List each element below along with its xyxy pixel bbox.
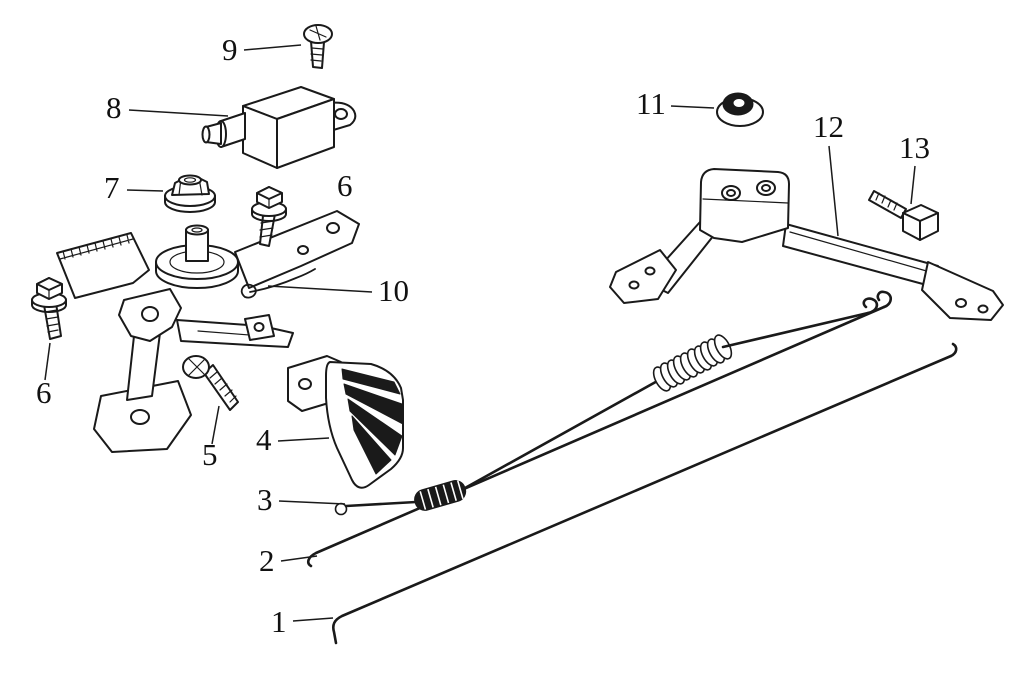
callout-5: 5 — [202, 405, 220, 472]
callout-12: 12 — [813, 109, 844, 237]
leader-line-1 — [292, 617, 334, 622]
callout-label-10: 10 — [378, 273, 409, 308]
callout-label-8: 8 — [106, 90, 122, 125]
spring-damper-coil — [414, 480, 467, 511]
callout-8: 8 — [106, 90, 229, 125]
callout-label-3: 3 — [257, 482, 273, 517]
callout-6-upper: 6 — [337, 168, 353, 203]
part-3-governor-spring — [334, 297, 879, 516]
leader-line-13 — [910, 165, 916, 205]
callout-3: 3 — [257, 482, 346, 517]
part-6-flange-bolt-left — [31, 277, 67, 340]
part-13-bolt — [868, 190, 939, 241]
callout-label-9: 9 — [222, 32, 238, 67]
bracket-right-foot — [921, 261, 1004, 321]
part-7-flange-nut — [164, 174, 216, 213]
callout-label-7: 7 — [104, 170, 120, 205]
leader-line-10 — [267, 285, 373, 293]
callout-label-4: 4 — [256, 422, 272, 457]
callouts: 1 2 3 4 5 6 6 — [36, 32, 930, 639]
part-6-flange-bolt-upper — [251, 186, 287, 247]
leader-line-6-left — [44, 342, 51, 381]
leader-line-3 — [278, 500, 346, 505]
leader-line-7 — [126, 189, 164, 192]
leader-line-12 — [828, 145, 839, 237]
part-11-cap-nut — [716, 92, 764, 127]
callout-label-6-upper: 6 — [337, 168, 353, 203]
part-4-throttle-cam — [287, 355, 404, 489]
callout-label-1: 1 — [271, 604, 287, 639]
bracket-left-foot — [609, 249, 677, 304]
bracket-top-tab — [699, 168, 790, 243]
callout-label-13: 13 — [899, 130, 930, 165]
callout-label-2: 2 — [259, 543, 275, 578]
bolt-shank — [868, 190, 907, 219]
callout-label-6-left: 6 — [36, 375, 52, 410]
callout-6-left: 6 — [36, 342, 52, 410]
callout-2: 2 — [259, 543, 318, 578]
callout-label-11: 11 — [636, 86, 666, 121]
callout-label-5: 5 — [202, 437, 218, 472]
callout-1: 1 — [271, 604, 334, 639]
leader-line-9 — [243, 44, 302, 51]
link-plate — [234, 210, 360, 289]
leader-line-5 — [211, 405, 220, 445]
callout-label-12: 12 — [813, 109, 844, 144]
part-1-rod — [331, 342, 958, 645]
coil-spring — [652, 334, 733, 392]
part-2-rod — [306, 290, 893, 568]
spring-hook-right — [862, 297, 879, 315]
part-9-screw — [303, 24, 333, 69]
part-12-control-bracket — [609, 168, 1004, 321]
leader-line-4 — [277, 437, 330, 442]
leader-line-11 — [670, 105, 715, 109]
callout-4: 4 — [256, 422, 330, 457]
spring-hook-left — [334, 502, 348, 516]
leader-line-8 — [128, 109, 229, 117]
part-10-wire-spring — [240, 268, 316, 299]
part-5-screw — [182, 355, 239, 411]
callout-10: 10 — [267, 273, 409, 308]
callout-13: 13 — [899, 130, 930, 205]
leader-line-2 — [280, 555, 318, 562]
part-governor-base — [56, 210, 360, 453]
callout-7: 7 — [104, 170, 164, 205]
callout-9: 9 — [222, 32, 302, 67]
part-8-solenoid — [201, 86, 357, 169]
callout-11: 11 — [636, 86, 715, 121]
